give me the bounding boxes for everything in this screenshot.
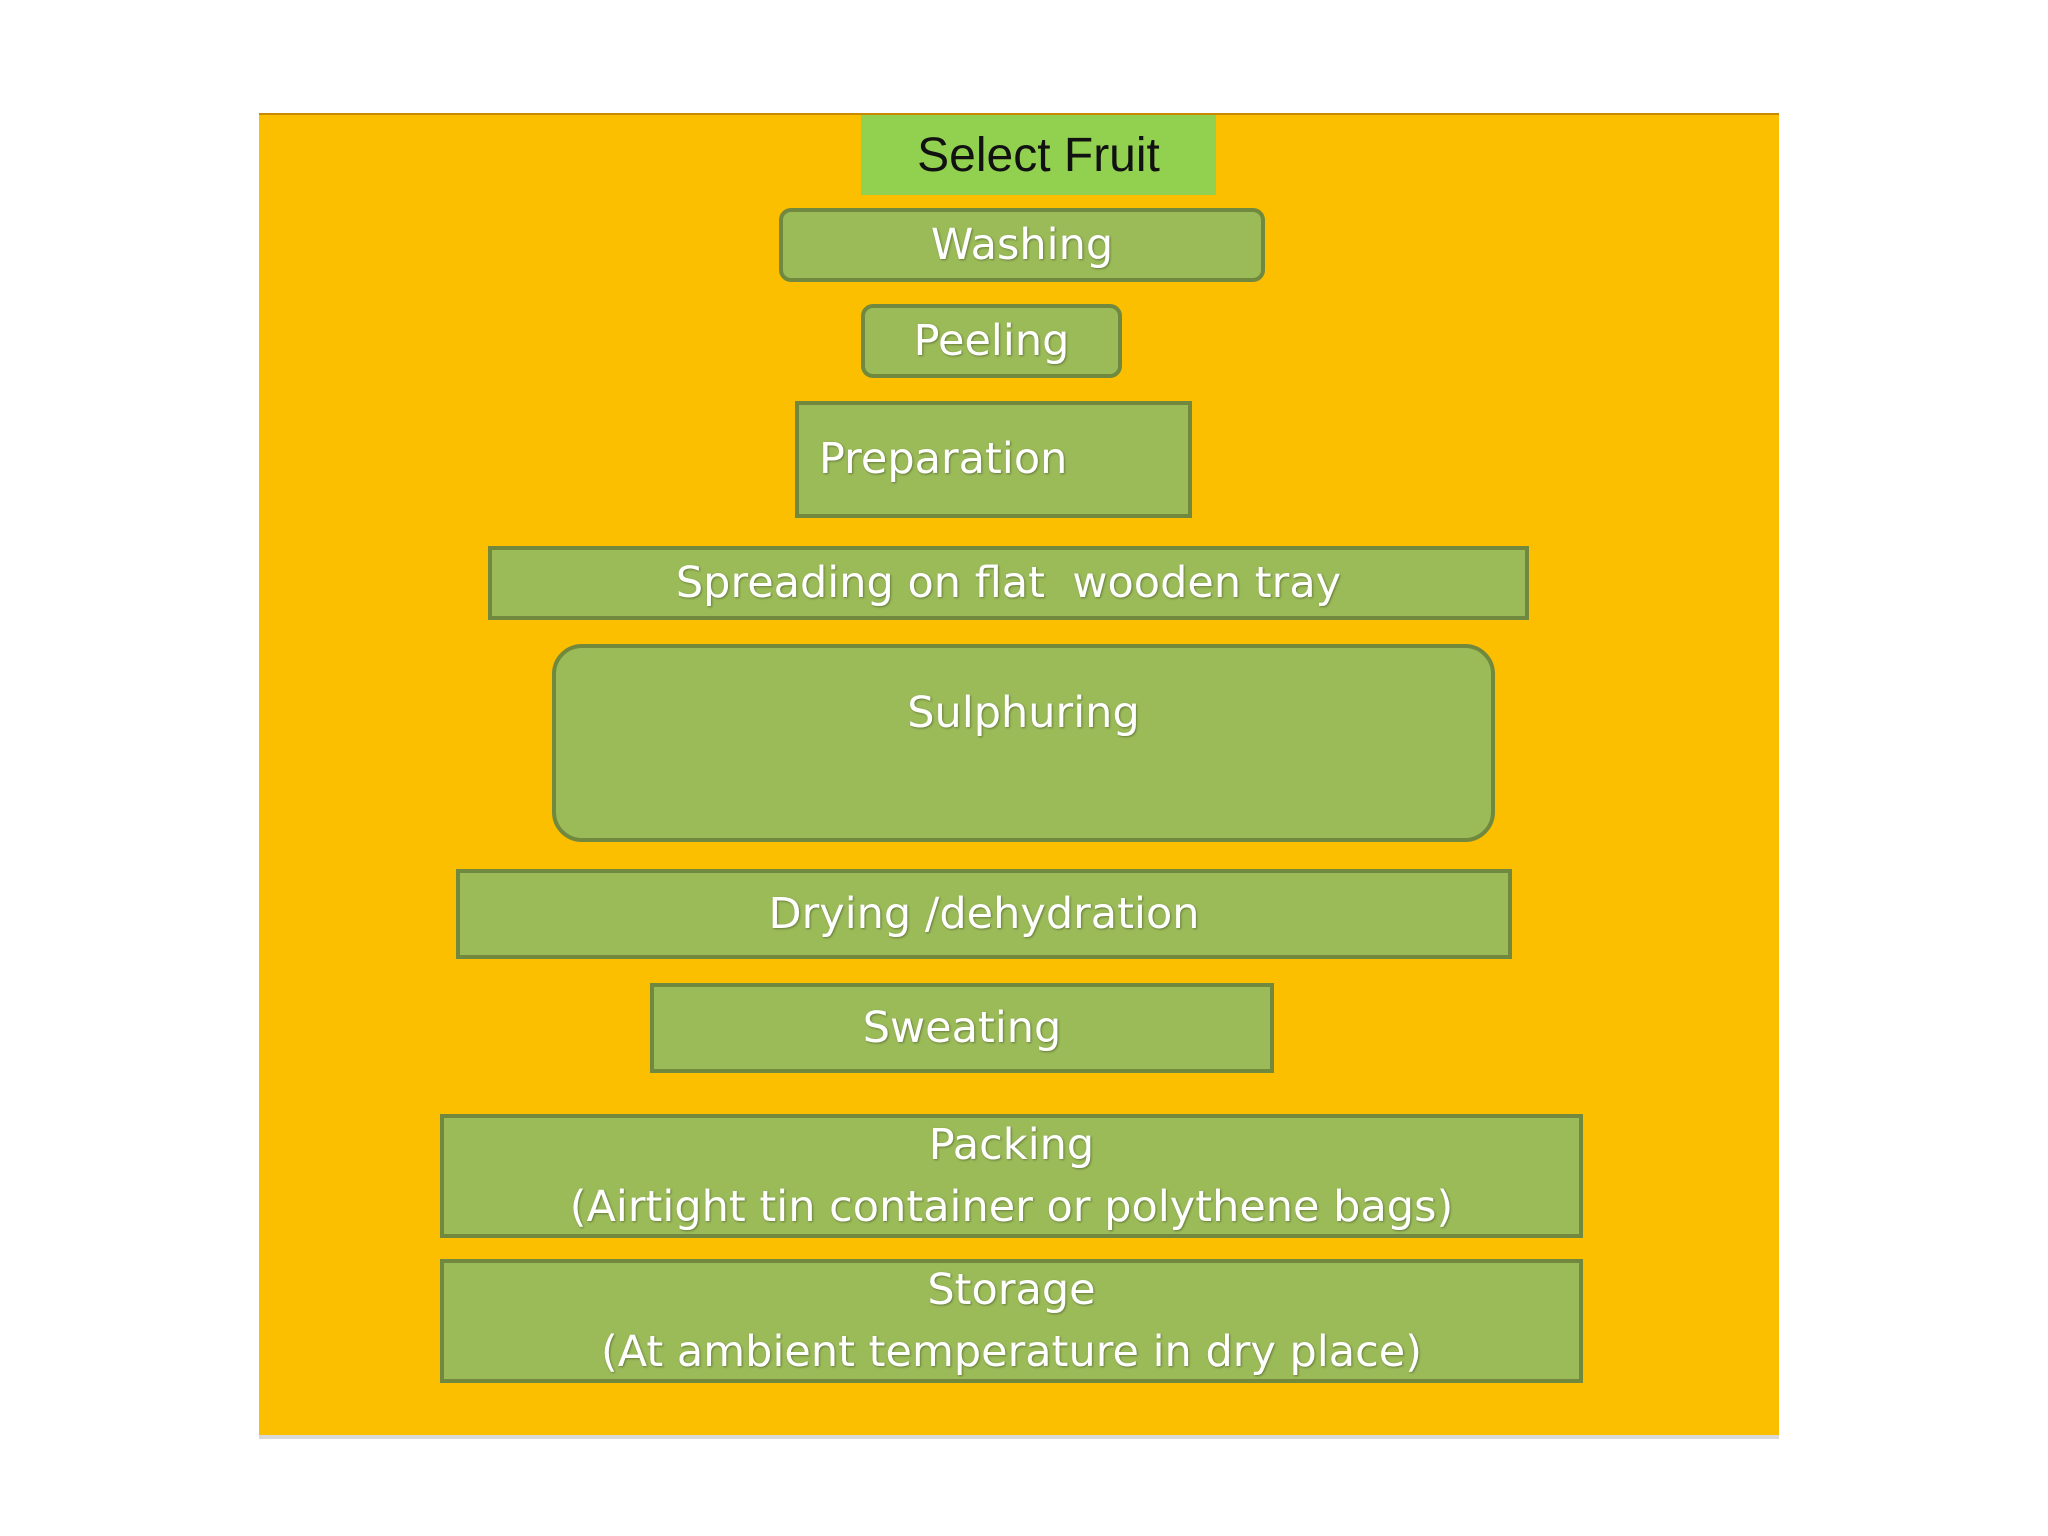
step-storage-detail: (At ambient temperature in dry place)	[600, 1327, 1423, 1377]
step-spreading: Spreading on flat wooden tray	[488, 546, 1529, 620]
step-washing: Washing	[779, 208, 1265, 282]
step-storage-label: Storage	[927, 1264, 1096, 1315]
step-packing-label: Packing	[928, 1119, 1095, 1170]
step-drying: Drying /dehydration	[456, 869, 1512, 959]
step-peeling: Peeling	[861, 304, 1122, 378]
title-select-fruit: Select Fruit	[861, 115, 1216, 195]
step-sulphuring: Sulphuring	[552, 644, 1495, 842]
step-packing: Packing (Airtight tin container or polyt…	[440, 1114, 1583, 1238]
step-preparation: Preparation	[795, 401, 1192, 518]
step-storage: Storage (At ambient temperature in dry p…	[440, 1259, 1583, 1383]
step-sweating: Sweating	[650, 983, 1274, 1073]
step-packing-detail: (Airtight tin container or polythene bag…	[569, 1182, 1454, 1232]
